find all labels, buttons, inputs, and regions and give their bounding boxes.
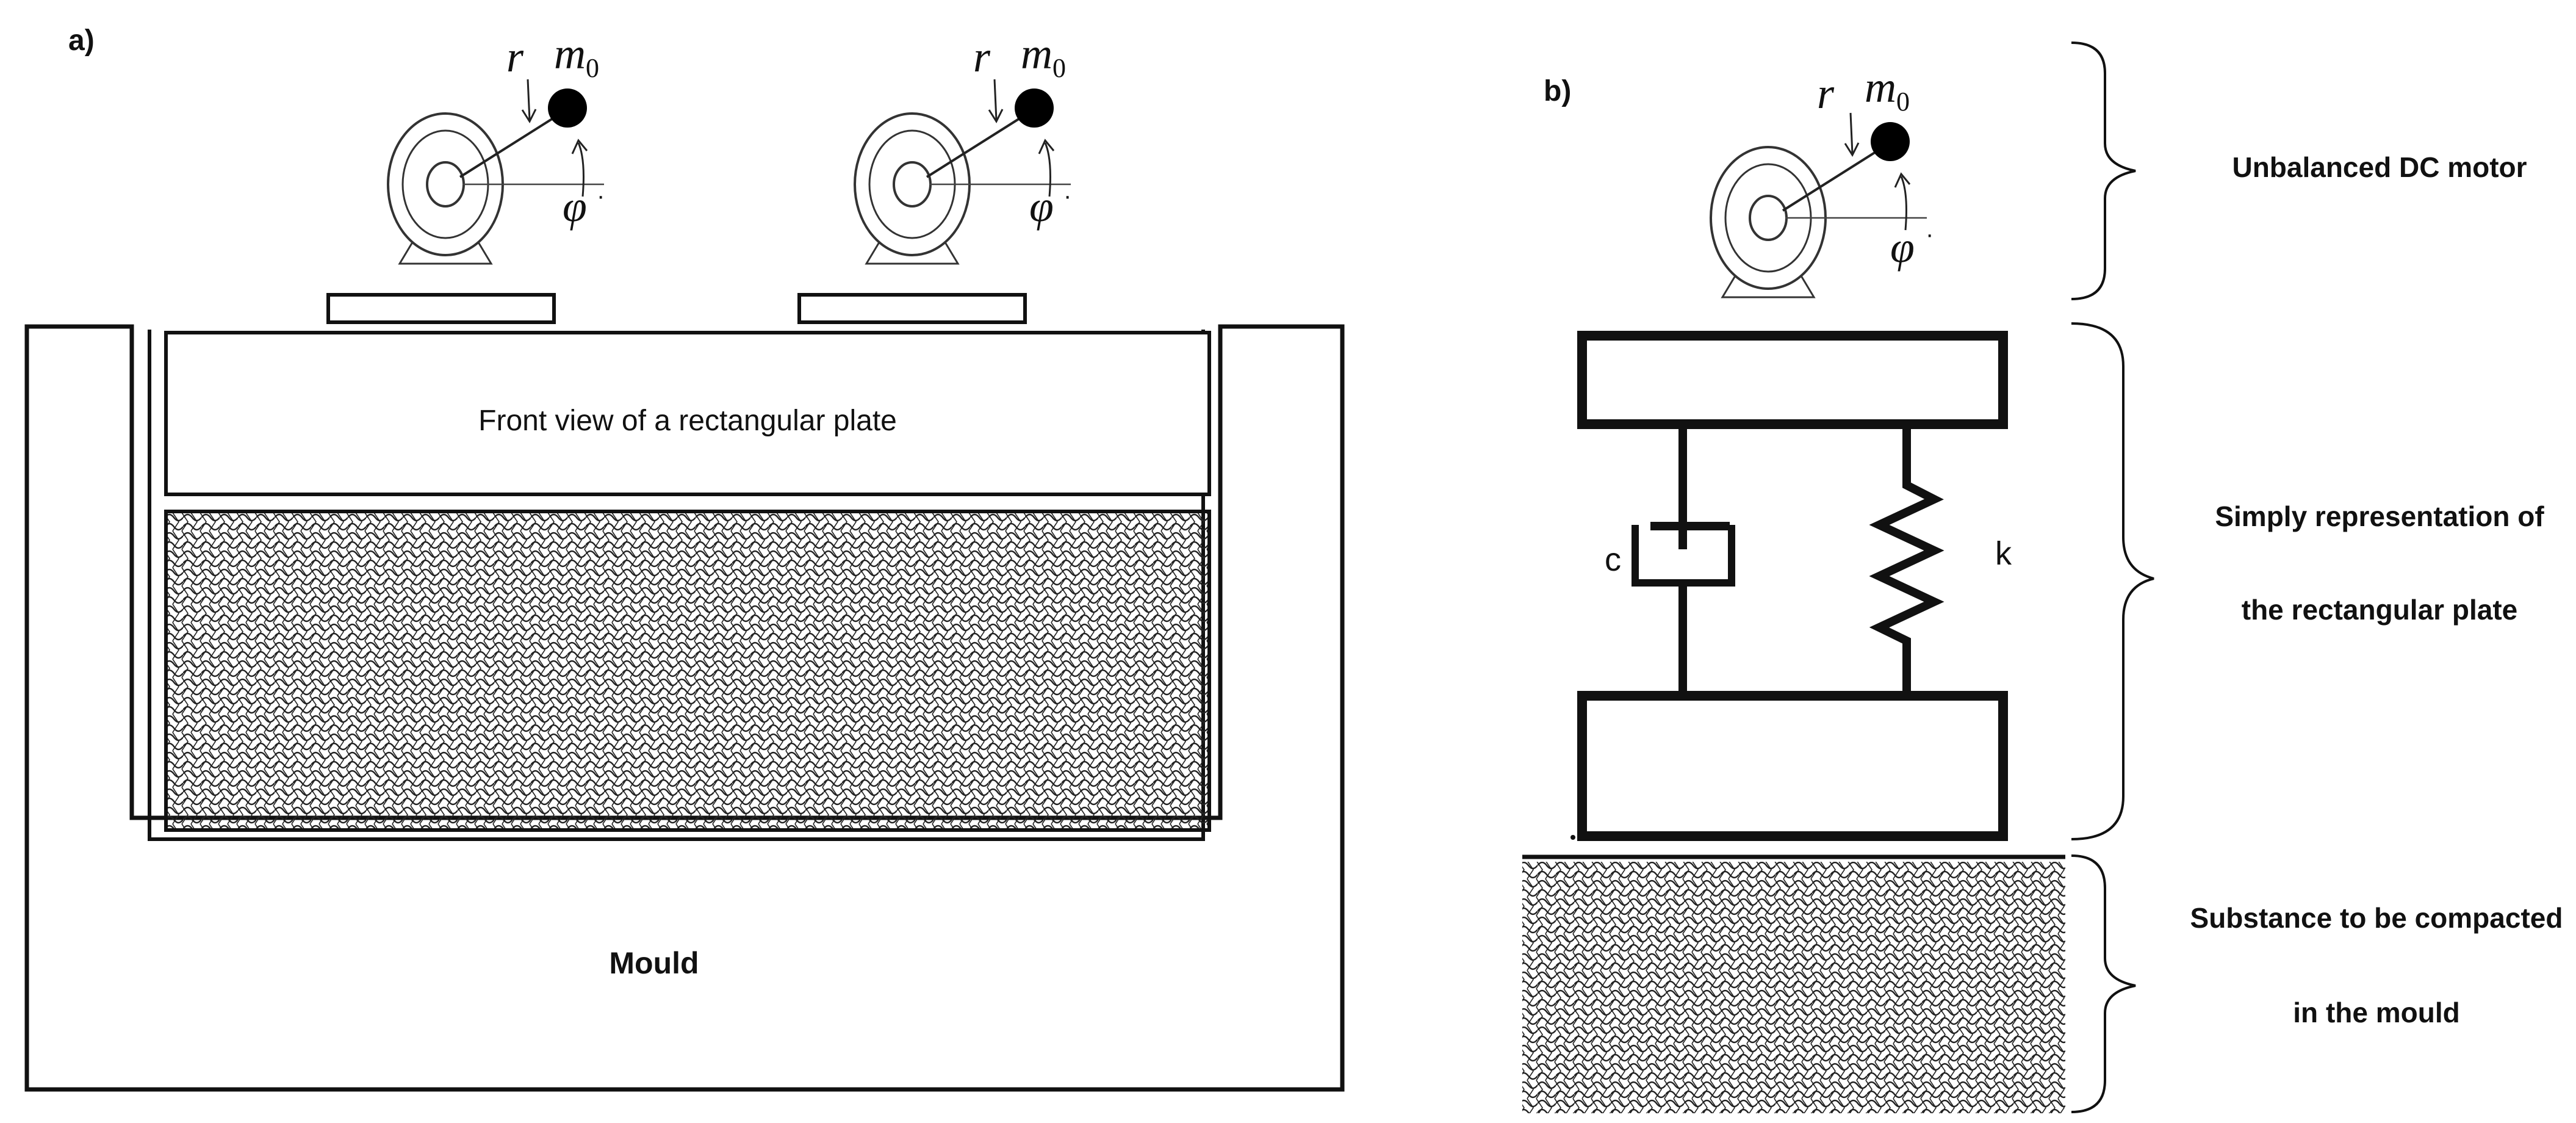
unbalanced-motor-2: r m0 φ · — [854, 29, 1072, 265]
plate-label: Front view of a rectangular plate — [478, 405, 897, 437]
rectangular-plate — [164, 331, 1211, 496]
angle-label: φ — [1890, 223, 1915, 272]
ground-dot — [1570, 835, 1575, 840]
brace-substance — [2071, 854, 2136, 1113]
angle-dot: · — [597, 182, 605, 209]
mass-label: m0 — [554, 29, 599, 83]
brace-motor — [2071, 42, 2136, 300]
brace-plate — [2071, 322, 2154, 840]
damper-label: c — [1605, 541, 1621, 578]
panel-b: b) r m0 φ · c k — [1522, 63, 2065, 1113]
motor-base-plate-2 — [797, 293, 1027, 324]
substance-fill — [164, 510, 1211, 832]
angle-label: φ — [563, 182, 587, 231]
mould-outline — [24, 324, 1345, 1092]
annotation-plate-line2: the rectangular plate — [2242, 594, 2517, 626]
angle-dot: · — [1926, 221, 1934, 248]
radius-label: r — [1817, 69, 1835, 118]
upper-mass-block — [1577, 331, 2008, 429]
panel-a-tag: a) — [68, 24, 95, 57]
annotation-plate-line1: Simply representation of — [2215, 500, 2544, 532]
motor-base-plate-1 — [326, 293, 556, 324]
annotation-substance-line1: Substance to be compacted — [2190, 902, 2563, 934]
damper — [1632, 424, 1735, 696]
annotation-braces — [2071, 42, 2154, 1113]
mass-label: m0 — [1865, 63, 1910, 117]
annotation-substance-line2: in the mould — [2293, 997, 2459, 1028]
mass-label: m0 — [1021, 29, 1066, 83]
radius-label: r — [506, 32, 524, 81]
unbalanced-motor-b: r m0 φ · — [1710, 63, 1934, 298]
angle-label: φ — [1029, 182, 1054, 231]
eccentric-mass-icon — [548, 88, 587, 128]
angle-dot: · — [1063, 182, 1071, 209]
panel-a: a) Mould Front view of a rectangular pla… — [24, 24, 1345, 1092]
eccentric-mass-icon — [1015, 88, 1054, 128]
spring — [1869, 424, 1945, 696]
eccentric-mass-icon — [1871, 122, 1910, 161]
lower-mass-block — [1577, 691, 2008, 841]
panel-b-tag: b) — [1544, 75, 1571, 107]
radius-label: r — [973, 32, 991, 81]
unbalanced-motor-1: r m0 φ · — [387, 29, 605, 265]
substance-fill-b — [1522, 862, 2065, 1113]
spring-label: k — [1995, 535, 2012, 572]
mould-label: Mould — [609, 946, 699, 980]
annotation-motor: Unbalanced DC motor — [2232, 151, 2527, 183]
